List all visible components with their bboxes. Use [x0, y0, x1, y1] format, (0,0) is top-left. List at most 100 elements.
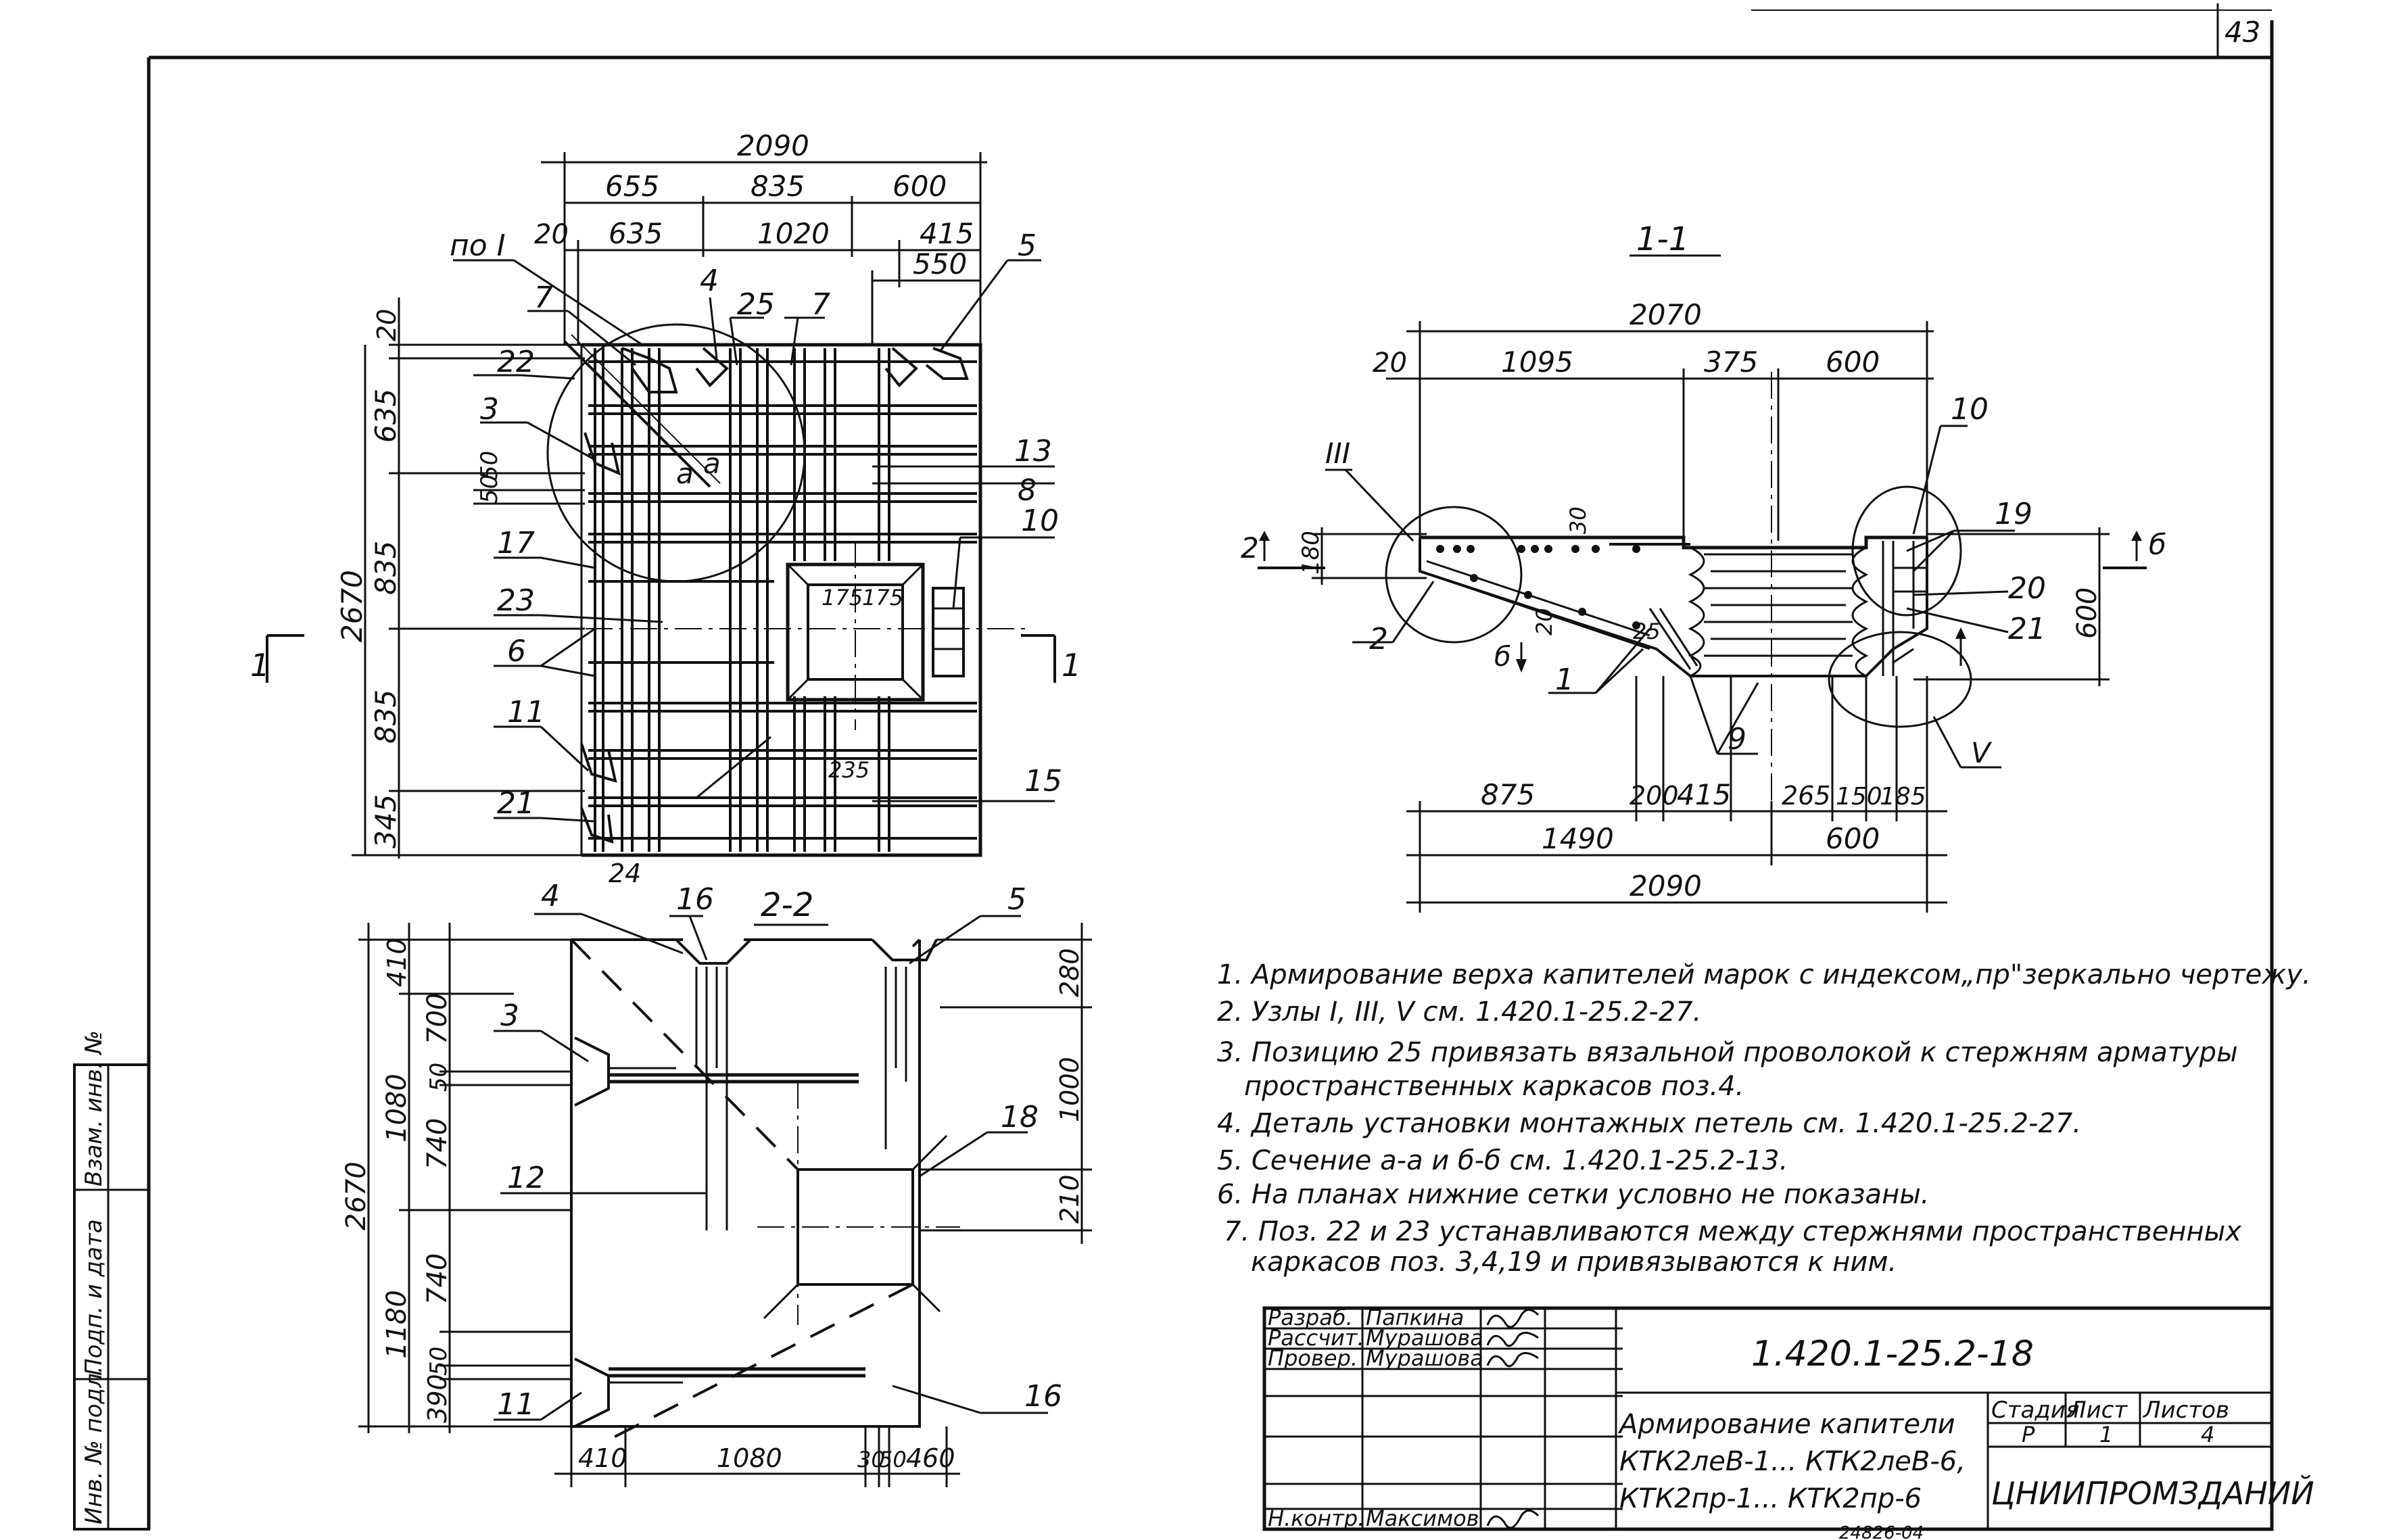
plan-dim-655: 655 [605, 170, 659, 203]
plan-pos-22: 22 [497, 345, 535, 379]
plan-dim-left-835b: 835 [369, 690, 402, 744]
drawing-title-2: КТК2леВ-1... КТК2леВ-6, [1619, 1446, 1966, 1477]
plan-dim-left-50a: 50 [476, 475, 503, 504]
plan-dim-2090: 2090 [737, 129, 809, 162]
s22-dim-740a: 740 [422, 1118, 453, 1170]
stage-value: Р [2022, 1422, 2035, 1447]
plan-section-a2: а [703, 447, 721, 480]
plan-pos-3: 3 [480, 392, 499, 427]
s22-dim-2670: 2670 [341, 1161, 372, 1230]
s22-dim-460: 460 [906, 1443, 955, 1473]
s11-pos-19: 19 [1995, 497, 2032, 531]
note-1: 1. Армирование верха капителей марок с и… [1217, 959, 2311, 990]
tb-name-1: Папкина [1366, 1305, 1464, 1330]
plan-pos-6: 6 [507, 634, 526, 669]
plan-pos-10: 10 [1021, 504, 1059, 538]
side-stamp-sign: Подп. и дата [80, 1219, 108, 1376]
plan-pos-13: 13 [1014, 434, 1052, 468]
s11-dim-2090: 2090 [1629, 869, 1702, 903]
s22-dim-740b: 740 [422, 1253, 453, 1305]
s22-dim-50b: 50 [425, 1347, 452, 1376]
plan-dim-left-50b: 50 [476, 451, 503, 480]
s11-dim-600-bottom: 600 [1826, 822, 1880, 855]
s22-dim-280: 280 [1055, 948, 1085, 997]
tb-role-7: Н.контр. [1268, 1506, 1364, 1531]
sheet-value: 1 [2099, 1422, 2113, 1447]
note-3: 3. Позицию 25 привязать вязальной провол… [1217, 1037, 2238, 1068]
s22-dim-700: 700 [422, 993, 453, 1044]
plan-dim-inner-175a: 175 [822, 585, 863, 610]
plan-dim-left-835a: 835 [369, 541, 402, 595]
plan-dim-inner-24: 24 [609, 859, 641, 888]
s11-pos-21: 21 [2008, 612, 2046, 646]
drawing-title-3: КТК2пр-1... КТК2пр-6 [1619, 1483, 1922, 1514]
s11-dim-180: 180 [1298, 531, 1325, 575]
side-stamp-replace: Взам. инв. № [80, 1030, 108, 1186]
s22-pos-16a: 16 [676, 882, 714, 917]
s22-pos-5: 5 [1007, 882, 1026, 917]
drawing-code: 1.420.1-25.2-18 [1751, 1334, 2034, 1374]
plan-pos-7b: 7 [811, 287, 830, 322]
s11-dim-30: 30 [1565, 506, 1591, 534]
side-stamp-inv: Инв. № подл. [80, 1366, 108, 1524]
tb-name-2: Мурашова [1366, 1325, 1483, 1351]
note-3b: пространственных каркасов поз.4. [1244, 1071, 1744, 1102]
s11-dim-200: 200 [1629, 781, 1679, 811]
tb-role-2: Рассчит. [1268, 1325, 1364, 1351]
note-7: 7. Поз. 22 и 23 устанавливаются между ст… [1224, 1216, 2241, 1247]
plan-pos-11: 11 [507, 695, 545, 729]
plan-dim-left-2670: 2670 [335, 570, 368, 642]
s22-dim-410-top: 410 [382, 938, 412, 987]
plan-pos-25: 25 [737, 287, 775, 322]
s22-dim-410-bottom: 410 [578, 1443, 627, 1473]
s22-dim-1000: 1000 [1055, 1057, 1085, 1122]
tb-name-3: Мурашова [1366, 1345, 1483, 1371]
plan-dim-600: 600 [893, 170, 947, 203]
s22-dim-1080-bottom: 1080 [717, 1443, 782, 1473]
signature-7 [1486, 1510, 1540, 1529]
plan-detail-I: по I [450, 228, 506, 263]
s22-pos-11: 11 [497, 1387, 535, 1422]
s22-pos-3: 3 [500, 998, 519, 1033]
plan-dim-left-345: 345 [369, 794, 402, 848]
sheet-label: Лист [2068, 1397, 2128, 1424]
s11-pos-2: 2 [1369, 622, 1388, 656]
tb-role-1: Разраб. [1268, 1305, 1353, 1330]
s22-dim-50: 50 [879, 1447, 907, 1472]
bottom-code: 24826-04 [1839, 1523, 1924, 1540]
s11-dim-375: 375 [1704, 345, 1758, 379]
note-4: 4. Деталь установки монтажных петель см.… [1217, 1108, 2081, 1139]
plan-pos-15: 15 [1024, 764, 1062, 798]
title-block: Разраб. Рассчит. Провер. Н.контр. Папкин… [1262, 1305, 2314, 1540]
plan-pos-5: 5 [1018, 228, 1037, 263]
s11-pos-1: 1 [1555, 663, 1574, 697]
tb-name-7: Максимов [1366, 1506, 1479, 1531]
s11-dim-600-top: 600 [1826, 345, 1880, 379]
plan-section-mark-left: 1 [250, 647, 270, 683]
sheets-label: Листов [2142, 1397, 2229, 1424]
plan-dim-835: 835 [751, 170, 805, 203]
s22-dim-30: 30 [857, 1447, 885, 1472]
plan-pos-8: 8 [1018, 473, 1037, 508]
s11-dim-875: 875 [1481, 778, 1535, 811]
plan-dim-inner-235: 235 [828, 757, 870, 783]
s11-pos-10: 10 [1951, 392, 1989, 427]
s22-pos-18: 18 [1001, 1100, 1039, 1134]
plan-pos-17: 17 [497, 526, 535, 560]
stage-label: Стадия [1991, 1397, 2079, 1424]
s11-pos-9: 9 [1728, 722, 1746, 756]
s11-dim-415: 415 [1677, 778, 1731, 811]
plan-dim-1020: 1020 [757, 217, 830, 250]
s22-dim-50a: 50 [425, 1063, 452, 1092]
s22-dim-1180: 1180 [381, 1290, 412, 1359]
s11-mark-2-left: 2 [1241, 531, 1259, 564]
plan-dim-550: 550 [913, 247, 967, 281]
side-stamp: Инв. № подл. Подп. и дата Взам. инв. № [73, 1030, 150, 1531]
s11-dim-1490: 1490 [1542, 822, 1614, 855]
plan-dim-left-20: 20 [372, 309, 402, 341]
plan-pos-23: 23 [497, 583, 535, 618]
s22-dim-390: 390 [423, 1374, 452, 1423]
section-2-2-title: 2-2 [761, 886, 813, 924]
s11-mark-b-left: б [1494, 642, 1511, 673]
s11-pos-20: 20 [2008, 571, 2046, 606]
